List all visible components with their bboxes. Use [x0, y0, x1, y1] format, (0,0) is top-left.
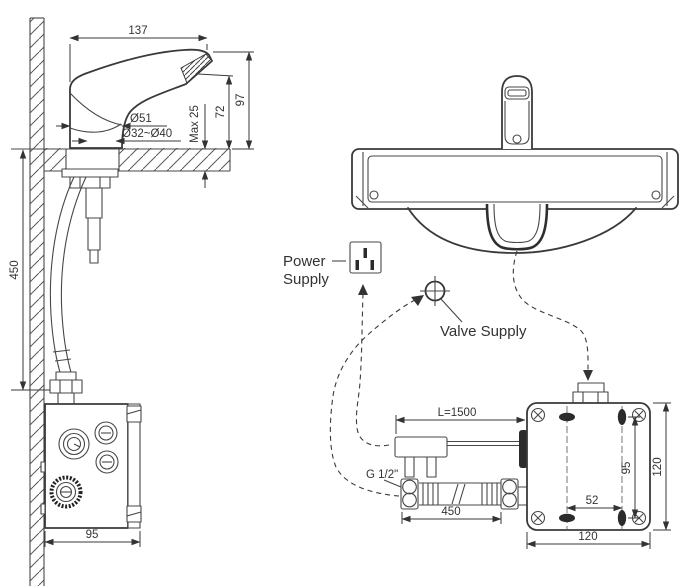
left-view-side-section: 137 97 72 Max 25 Ø51 Ø32~Ø40 450 95: [9, 17, 254, 586]
dim-base-diameter: Ø51: [130, 113, 152, 125]
right-dimensions: L=1500 450 120 120: [395, 402, 671, 549]
right-view-plan: Power Supply Valve Supply: [283, 75, 679, 549]
arrow-to-valve-icon: [411, 295, 424, 306]
screw-port-top: [94, 421, 118, 445]
dim-cable-length: L=1500: [438, 407, 477, 419]
knurled-cap: [49, 475, 83, 509]
plug-prong: [404, 456, 415, 478]
dim-total-height: 97: [235, 94, 247, 107]
dim-box-width-side: 95: [86, 529, 99, 541]
dim-box-width-plan: 120: [578, 531, 597, 543]
faucet-base-plan: [485, 203, 549, 251]
dim-slot-vertical: 95: [621, 462, 633, 475]
basin-edge: [407, 207, 637, 254]
control-box-plan: 52 95: [526, 382, 651, 531]
dim-box-height: 120: [652, 457, 664, 476]
dim-spout-reach: 137: [128, 25, 147, 37]
faucet-shank: [61, 168, 119, 264]
supply-hose-side: [49, 176, 87, 405]
screw-port-bottom: [95, 450, 119, 474]
cable-gland: [519, 430, 528, 468]
counter-section: [11, 148, 231, 172]
power-supply-label-line2: Supply: [283, 271, 329, 288]
arrow-to-power-icon: [358, 284, 368, 295]
power-supply: Power Supply: [283, 241, 382, 288]
valve-supply: Valve Supply: [420, 276, 527, 340]
sink-hole-right: [651, 190, 661, 200]
plug-prong: [426, 456, 437, 478]
routing-lines: [329, 250, 593, 497]
dim-spout-height: 72: [215, 106, 227, 119]
valve-supply-label: Valve Supply: [440, 323, 527, 340]
power-supply-label-line1: Power: [283, 253, 326, 270]
control-box-side: [40, 403, 142, 529]
faucet-plan-view: [501, 75, 533, 149]
sensor-window: [180, 53, 213, 84]
dim-slot-spacing: 52: [586, 495, 599, 507]
dim-hose-length: 450: [441, 506, 460, 518]
dim-supply-drop: 450: [9, 260, 21, 279]
left-dimensions: 137 97 72 Max 25 Ø51 Ø32~Ø40 450 95: [9, 25, 254, 547]
faucet-side-view: [69, 48, 213, 149]
valve-crosshair-icon: [420, 276, 450, 306]
dim-deck-thickness: Max 25: [189, 105, 201, 143]
power-plug: [394, 430, 528, 478]
flex-hose: G 1/2": [366, 469, 528, 510]
arrow-to-box-icon: [583, 370, 593, 381]
dial-knob: [58, 428, 90, 460]
thread-label: G 1/2": [366, 469, 398, 481]
mounting-slots: [559, 409, 627, 526]
dim-hole-diameter: Ø32~Ø40: [122, 128, 172, 140]
wall-section: [29, 17, 45, 586]
sink-top-view: [351, 75, 679, 254]
sink-hole-left: [369, 190, 379, 200]
